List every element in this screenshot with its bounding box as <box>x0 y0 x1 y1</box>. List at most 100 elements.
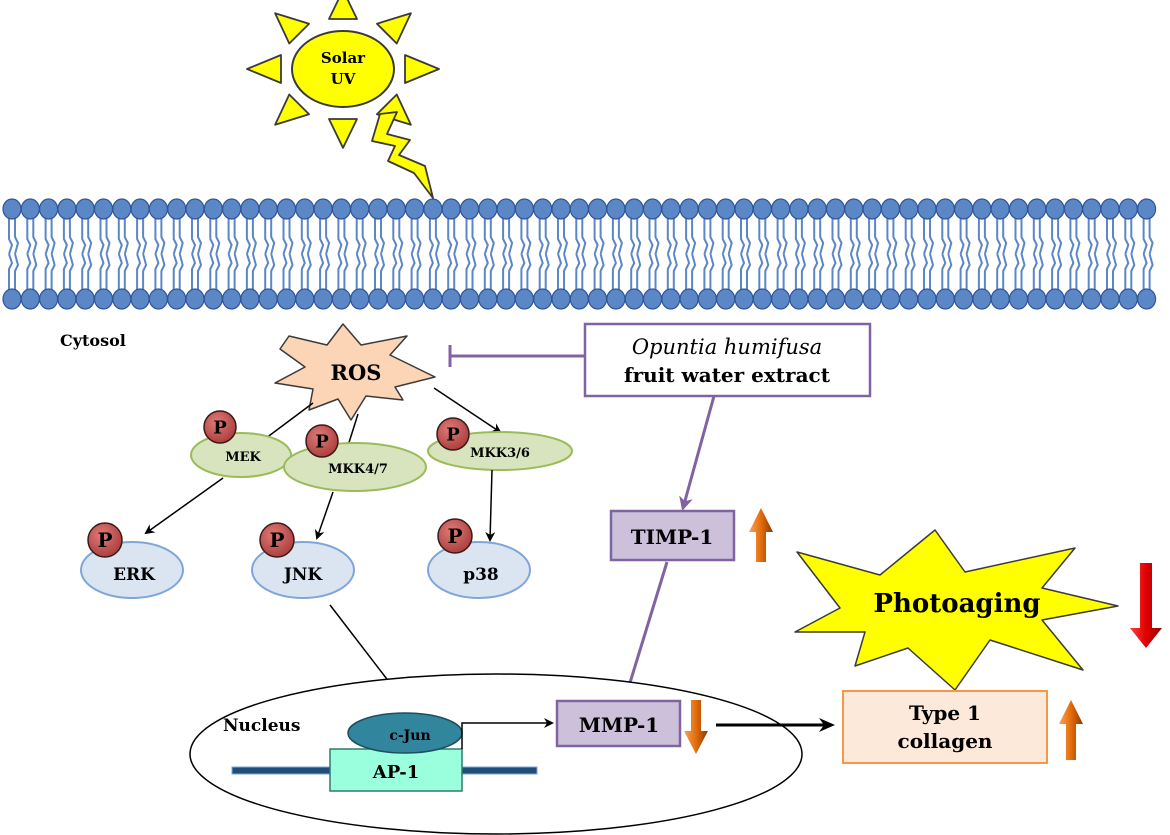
mkk47-to-jnk-arrow <box>314 491 334 540</box>
lipid-head-outer <box>697 198 718 220</box>
lipid-head-outer <box>423 198 443 220</box>
ap1-label: AP-1 <box>372 762 420 783</box>
erk-label: ERK <box>113 565 156 585</box>
lipid-tail <box>392 217 404 291</box>
phospho-mek-label: P <box>213 417 227 438</box>
mkk36-to-p38-arrow <box>485 469 496 542</box>
lipid-head-inner <box>1118 288 1138 310</box>
phospho-erk-label: P <box>97 528 112 552</box>
timp1-label: TIMP-1 <box>631 525 714 549</box>
lipid-head-inner <box>862 288 882 310</box>
photoaging-node: Photoaging <box>794 529 1119 691</box>
lipid-head-outer <box>1100 198 1120 220</box>
lipid-tail <box>813 217 825 291</box>
mkk47-label: MKK4/7 <box>328 462 388 477</box>
timp1-inhibits-mmp1 <box>616 561 669 692</box>
lipid-head-inner <box>569 288 589 310</box>
lipid-head-inner <box>661 288 681 310</box>
lipid-head-inner <box>20 288 40 310</box>
lipid-head-inner <box>844 288 864 310</box>
lipid-head-outer <box>880 198 901 220</box>
photoaging-label: Photoaging <box>873 589 1040 619</box>
inhibit-ros-line <box>448 345 585 367</box>
lipid-tail <box>1106 217 1118 291</box>
lipid-head-outer <box>587 198 608 220</box>
lipid-head-outer <box>167 198 187 220</box>
ap1-to-mmp1-arrow <box>461 718 554 749</box>
lipid-head-outer <box>844 198 864 220</box>
lipid-head-outer <box>917 198 937 220</box>
lipid-head-inner <box>295 288 315 310</box>
sun-ray <box>274 93 310 126</box>
lipid-tail <box>465 217 477 291</box>
lipid-head-inner <box>240 288 260 310</box>
lipid-head-inner <box>679 288 699 310</box>
lipid-head-inner <box>1063 288 1084 310</box>
lipid-tail <box>1087 217 1099 291</box>
lipid-head-outer <box>862 198 882 220</box>
lipid-head-outer <box>642 198 663 220</box>
lipid-head-outer <box>1082 198 1102 220</box>
lipid-head-inner <box>734 288 754 310</box>
mek-node: MEK <box>190 432 292 478</box>
collagen-up-arrow-icon <box>1059 700 1083 760</box>
lipid-head-inner <box>478 288 498 310</box>
lipid-head-inner <box>112 288 132 310</box>
lipid-head-outer <box>1027 198 1047 220</box>
lipid-head-inner <box>533 288 553 310</box>
sun-ray <box>376 12 412 45</box>
lipid-head-outer <box>222 198 242 220</box>
sun-label-line1: Solar <box>321 49 366 67</box>
lipid-tail <box>1051 217 1063 291</box>
lipid-tail <box>62 217 74 291</box>
lipid-head-outer <box>276 198 297 220</box>
ros-node: ROS <box>274 323 436 421</box>
phospho-mkk47-label: P <box>315 431 329 452</box>
lipid-head-inner <box>496 288 516 310</box>
lipid-head-inner <box>770 288 791 310</box>
lipid-tail <box>740 217 752 291</box>
lipid-head-outer <box>990 198 1010 220</box>
lipid-head-inner <box>752 288 772 310</box>
lipid-head-outer <box>93 198 114 220</box>
phospho-mkk47 <box>305 424 339 458</box>
lipid-tail <box>136 217 148 291</box>
lipid-head-inner <box>1027 288 1047 310</box>
lipid-head-outer <box>953 198 974 220</box>
lipid-head-inner <box>2 288 22 310</box>
mek-label: MEK <box>225 450 261 465</box>
lipid-tail <box>319 217 331 291</box>
lipid-head-inner <box>1082 288 1102 310</box>
lipid-head-inner <box>624 288 644 310</box>
cytosol-label: Cytosol <box>60 331 126 350</box>
lipid-tail <box>685 217 697 291</box>
lipid-head-inner <box>899 288 919 310</box>
lipid-head-outer <box>75 198 95 220</box>
lipid-head-inner <box>1136 288 1157 310</box>
lipid-head-outer <box>661 198 681 220</box>
lipid-head-inner <box>789 288 809 310</box>
lipid-head-inner <box>917 288 937 310</box>
lipid-tail <box>154 217 166 291</box>
phospho-jnk <box>259 522 295 558</box>
phospho-p38-label: P <box>447 524 462 548</box>
p38-label: p38 <box>463 565 499 585</box>
lipid-tail <box>758 217 770 291</box>
lipid-tail <box>374 217 386 291</box>
lipid-head-inner <box>953 288 974 310</box>
lipid-head-inner <box>551 288 571 310</box>
lipid-tail <box>538 217 550 291</box>
lipid-head-inner <box>222 288 242 310</box>
lipid-head-inner <box>386 288 406 310</box>
cjun-label: c-Jun <box>389 728 430 744</box>
lipid-head-inner <box>880 288 901 310</box>
photoaging-down-arrow-icon <box>1130 563 1162 648</box>
lipid-head-inner <box>75 288 95 310</box>
lipid-head-inner <box>514 288 535 310</box>
lipid-head-inner <box>716 288 736 310</box>
sun-core <box>291 30 395 108</box>
lipid-head-inner <box>313 288 333 310</box>
lipid-head-outer <box>368 198 388 220</box>
lipid-head-outer <box>551 198 571 220</box>
lipid-tail <box>703 217 715 291</box>
